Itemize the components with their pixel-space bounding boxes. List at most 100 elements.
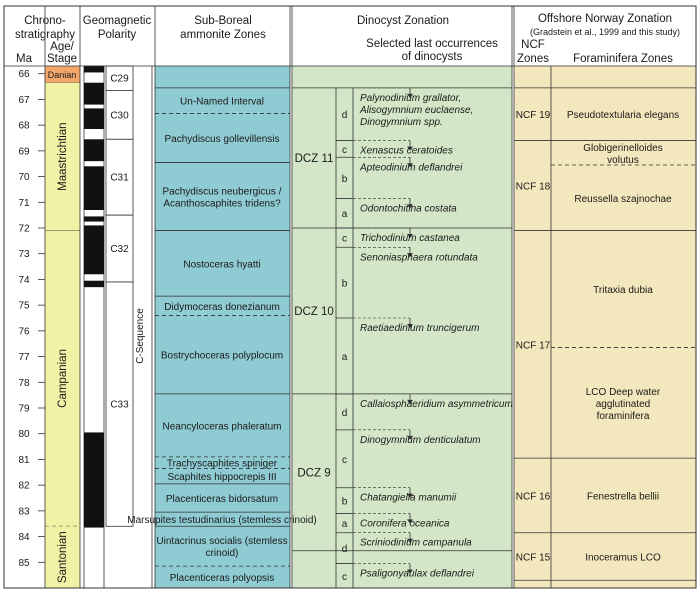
chron-label: C30 (110, 110, 129, 121)
dinocyst-subzone-label: a (342, 352, 348, 363)
polarity-normal-interval (84, 108, 104, 129)
last-occurrence-name: Senoniasphaera rotundata (360, 252, 478, 263)
ammonite-zone-label: Neancyloceras phaleratum (163, 421, 282, 432)
last-occurrence-arrow (407, 519, 413, 524)
chron-box (105, 281, 134, 527)
offshore-column-bg (514, 66, 696, 588)
foram-zone-label: LCO Deep water (586, 387, 661, 398)
ma-tick-label: 69 (18, 146, 30, 157)
dinocyst-subzone-label: d (342, 110, 348, 121)
foram-zone-label: volutus (607, 155, 639, 166)
offshore-reference: (Gradstein et al., 1999 and this study) (530, 27, 680, 37)
ncf-header-line1: NCF (521, 39, 545, 51)
ma-tick-label: 82 (18, 481, 30, 492)
dinocyst-subzone-label: c (342, 572, 347, 583)
foram-zone-label: Pseudotextularia elegans (567, 110, 679, 121)
ma-tick-label: 68 (18, 121, 30, 132)
polarity-normal-interval (84, 166, 104, 210)
ammonite-header-line1: Sub-Boreal (194, 15, 252, 27)
chron-label: C29 (110, 74, 129, 85)
foram-zone-label: Fenestrella bellii (587, 491, 659, 502)
ncf-zone-label: NCF 17 (516, 340, 551, 351)
last-occurrence-arrow (407, 538, 413, 543)
ma-tick-label: 81 (18, 455, 30, 466)
foram-zone-label: Reussella szajnochae (574, 194, 672, 205)
chron-box (105, 214, 134, 283)
ammonite-zone-label: Didymoceras donezianum (164, 302, 280, 313)
ammonite-zone-label: Pachydiscus gollevillensis (164, 134, 279, 145)
header: Chrono- stratigraphy Age/ Stage Ma Geoma… (15, 13, 680, 65)
ammonite-zone-label: Scaphites hippocrepis III (168, 472, 277, 483)
foram-zone-label: foraminifera (597, 411, 650, 422)
dinocyst-zone-label: DCZ 10 (294, 306, 334, 318)
ma-tick-label: 77 (18, 352, 30, 363)
last-occ-header-line2: of dinocysts (402, 51, 463, 63)
ma-tick-label: 67 (18, 95, 30, 106)
chron-box (105, 138, 134, 216)
dinocyst-column-bg (292, 66, 512, 588)
polarity-normal-interval (84, 66, 104, 73)
ammonite-zone-label: Marsupites testudinarius (stemless crino… (127, 515, 317, 526)
ammonite-zone-label: Uintacrinus socialis (stemless (156, 536, 287, 547)
ma-tick-label: 80 (18, 429, 30, 440)
last-occurrence-name: Alisogymnium euclaense, (359, 105, 473, 116)
ma-header: Ma (16, 53, 33, 65)
chart-frame (3, 5, 697, 589)
last-occurrence-name: Raetiaedinium truncigerum (360, 323, 480, 334)
ammonite-zone-label: Un-Named Interval (180, 97, 264, 108)
dinocyst-subzone-label: b (342, 174, 348, 185)
last-occurrence-name: Callaiosphaeridium asymmetricum (360, 399, 513, 410)
stage-band (45, 526, 80, 588)
chron-label: C31 (110, 173, 129, 184)
ammonite-zone-label: Pachydiscus neubergicus / (163, 187, 282, 198)
ncf-header-line2: Zones (517, 53, 549, 65)
ma-tick-label: 70 (18, 172, 30, 183)
dinocyst-subzone-label: d (342, 544, 348, 555)
foram-header: Foraminifera Zones (573, 53, 673, 65)
dinocyst-zone-label: DCZ 9 (297, 467, 330, 479)
dinocyst-subzone-label: a (342, 519, 348, 530)
dinocyst-subzone-label: c (342, 145, 347, 156)
ncf-zone-label: NCF 19 (516, 110, 551, 121)
stage-label: Danian (48, 70, 77, 80)
polarity-header-line2: Polarity (98, 29, 137, 41)
chron-box (105, 65, 134, 91)
polarity-normal-interval (84, 216, 104, 222)
ma-tick-label: 71 (18, 198, 30, 209)
chart-body: 6667686970717273747576777879808182838485… (3, 5, 697, 589)
last-occurrence-arrow (407, 204, 413, 209)
ammonite-zone-label: Placenticeras polyopsis (170, 573, 275, 584)
stage-band (45, 230, 80, 527)
chron-label: C32 (110, 244, 129, 255)
ma-tick-label: 73 (18, 249, 30, 260)
ammonite-zone-label: crinoid) (206, 548, 239, 559)
offshore-header: Offshore Norway Zonation (538, 13, 672, 25)
ma-tick-label: 72 (18, 224, 30, 235)
ma-tick-label: 83 (18, 506, 30, 517)
dinocyst-header: Dinocyst Zonation (357, 15, 449, 27)
ammonite-zone-label: Nostoceras hyatti (183, 259, 260, 270)
last-occurrence-name: Psaligonyaulax deflandrei (360, 569, 475, 580)
ma-tick-label: 78 (18, 378, 30, 389)
last-occurrence-name: Chatangiella manumii (360, 493, 457, 504)
stage-label: Campanian (57, 349, 69, 408)
last-occurrence-arrow (407, 93, 413, 98)
last-occ-header-line1: Selected last occurrences (366, 38, 498, 50)
polarity-normal-interval (84, 432, 104, 528)
last-occurrence-arrow (407, 399, 413, 404)
ammonite-header-line2: ammonite Zones (180, 29, 266, 41)
last-occurrence-arrow (407, 163, 413, 168)
polarity-normal-interval (84, 280, 104, 288)
dinocyst-subzone-label: c (342, 455, 347, 466)
ma-tick-label: 79 (18, 404, 30, 415)
ammonite-zone-label: Bostrychoceras polyplocum (161, 351, 283, 362)
chron-label: C33 (110, 400, 129, 411)
last-occurrence-name: Palynodinium grallator, (360, 93, 461, 104)
ma-tick-label: 74 (18, 275, 30, 286)
dinocyst-zone-label: DCZ 11 (295, 153, 334, 165)
age-stage-header-line2: Stage (47, 53, 77, 65)
last-occurrence-name: Odontochitina costata (360, 203, 457, 214)
dinocyst-subzone-label: c (342, 234, 347, 245)
last-occurrence-arrow (407, 569, 413, 574)
